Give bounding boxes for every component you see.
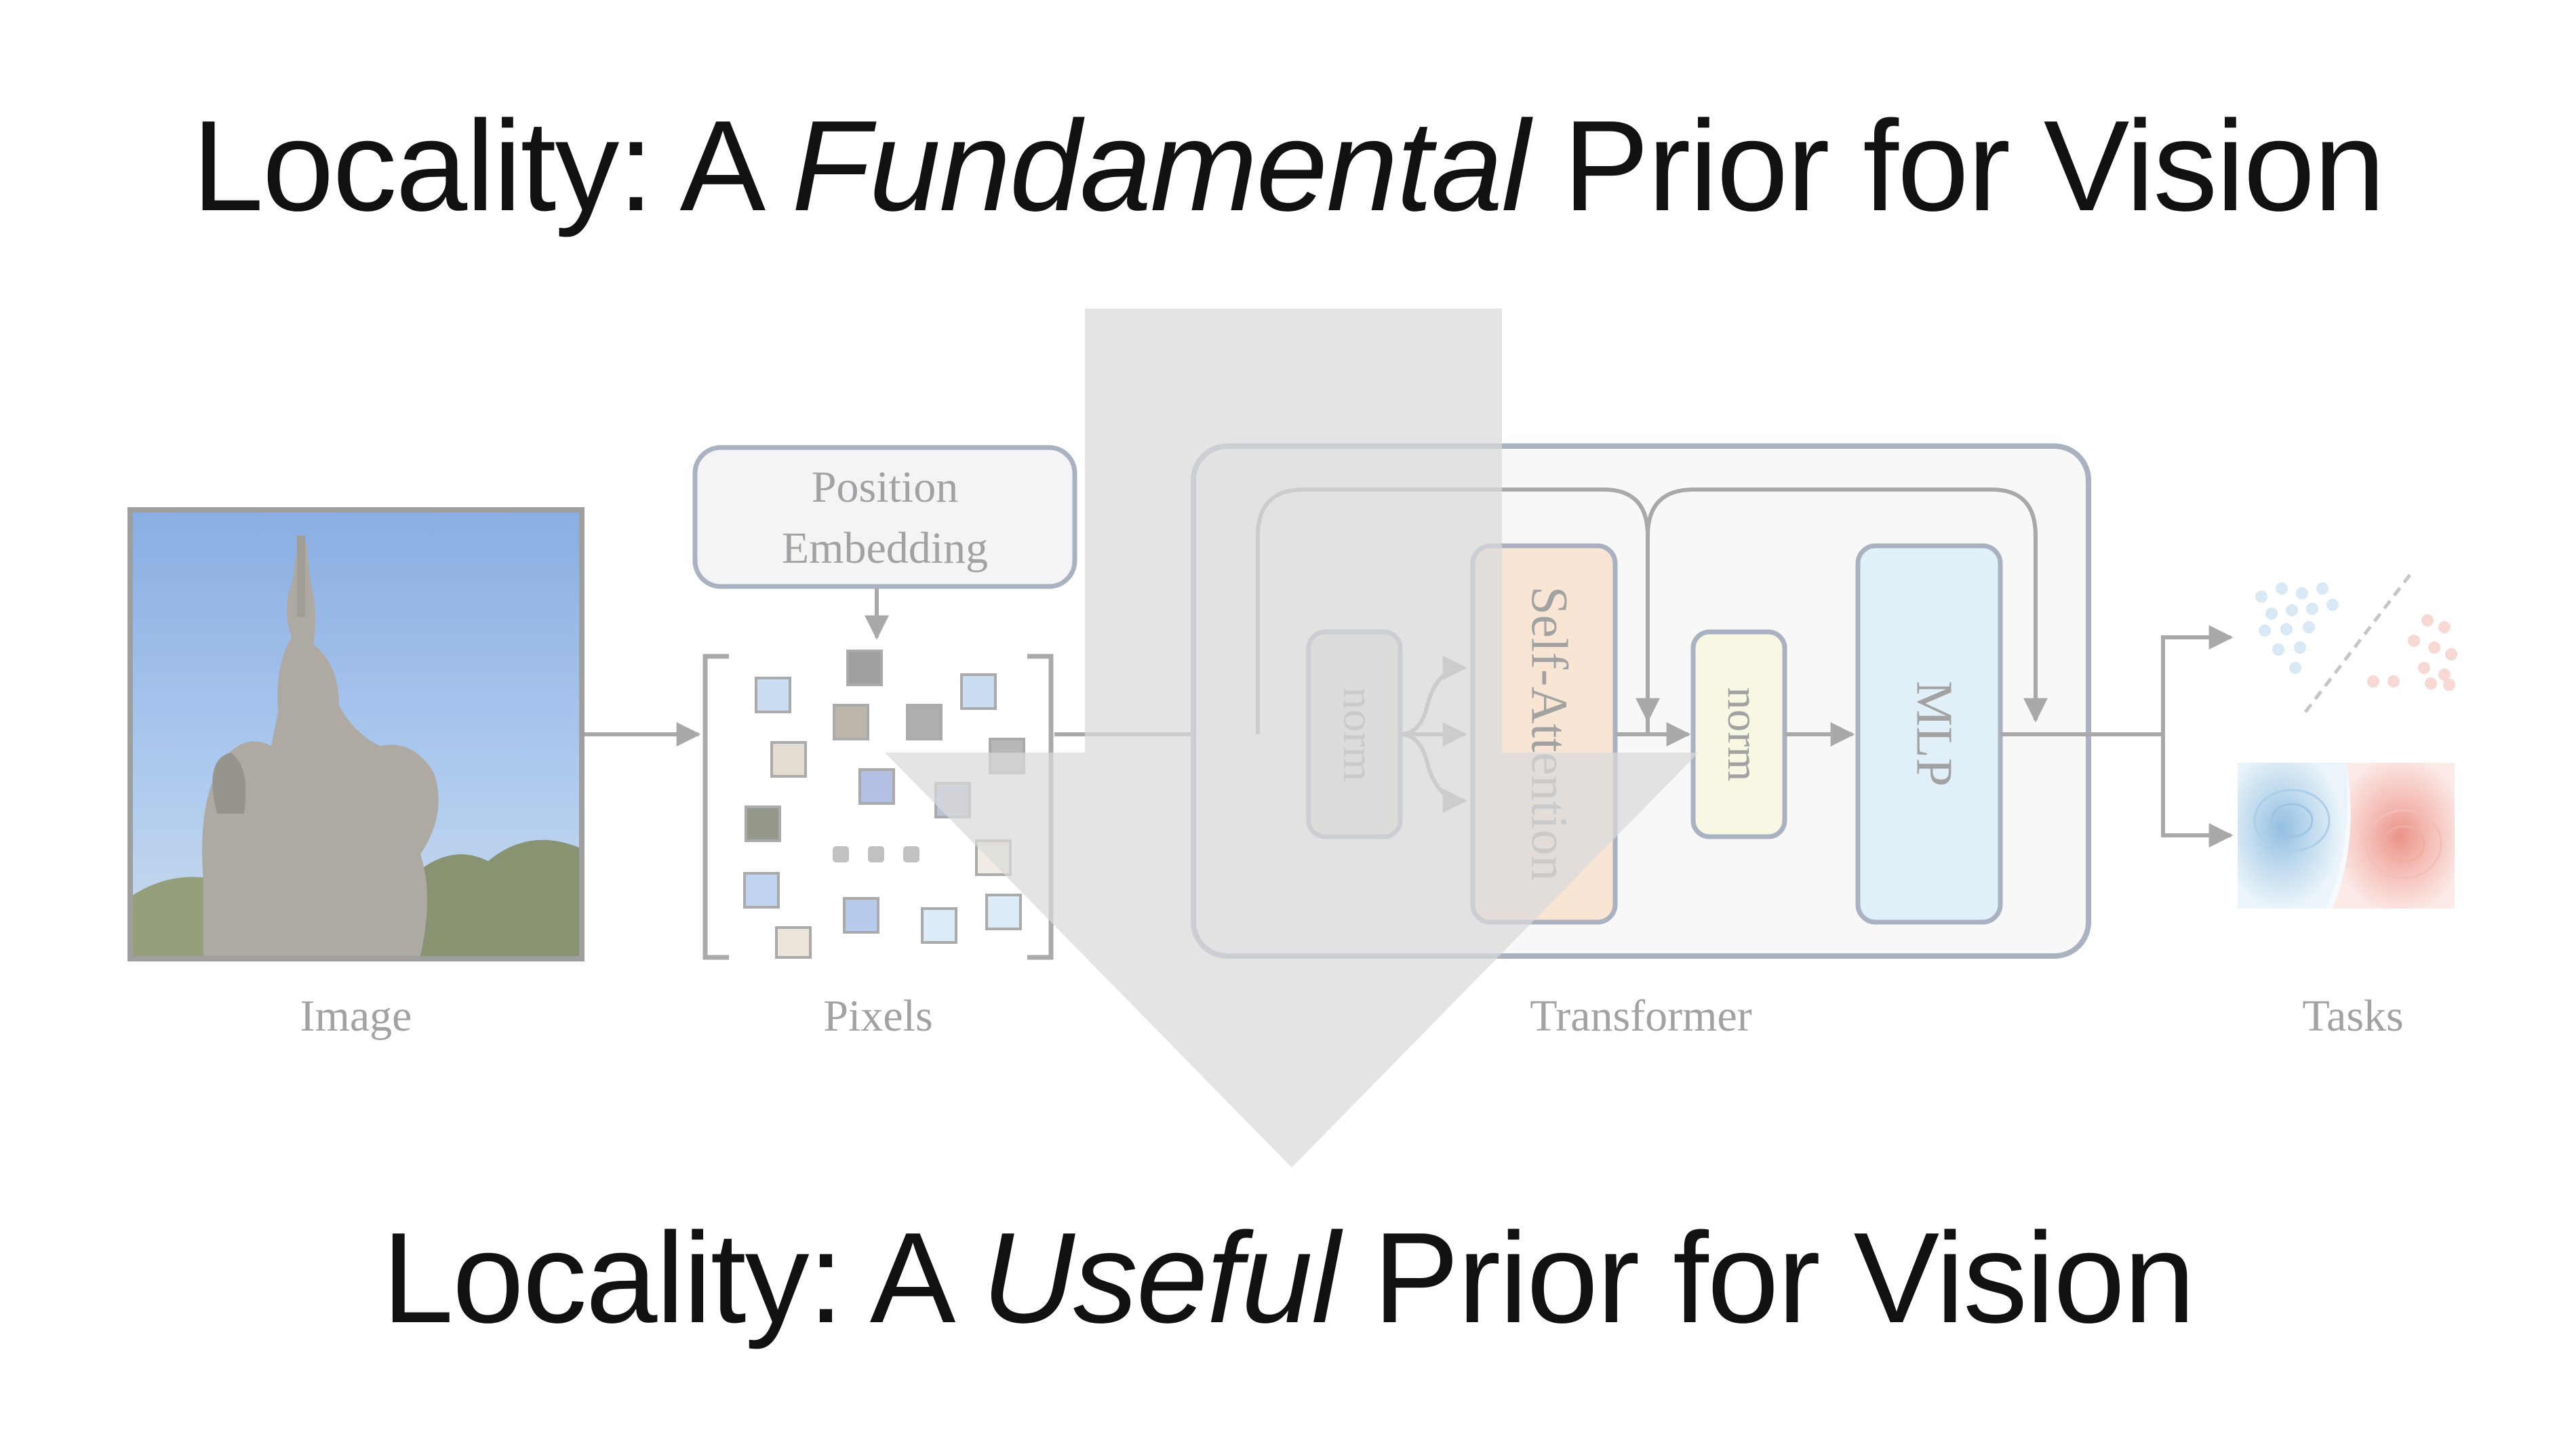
- title-top-prefix: Locality: A: [192, 94, 792, 238]
- caption-image: Image: [300, 991, 412, 1041]
- mlp-label: MLP: [1906, 681, 1963, 787]
- position-embedding-box: Position Embedding: [692, 445, 1077, 589]
- title-bottom-suffix: Prior for Vision: [1339, 1206, 2196, 1350]
- caption-pixels: Pixels: [823, 991, 932, 1041]
- position-embedding-line2: Embedding: [782, 523, 988, 573]
- slide-title-top: Locality: A Fundamental Prior for Vision: [0, 102, 2576, 231]
- residual-connection-2: [1646, 488, 2048, 734]
- title-bottom-prefix: Locality: A: [382, 1206, 982, 1350]
- title-top-emphasis: Fundamental: [791, 94, 1530, 238]
- title-bottom-emphasis: Useful: [981, 1206, 1341, 1350]
- task-classification-scatter: [2255, 568, 2457, 713]
- title-top-suffix: Prior for Vision: [1528, 94, 2385, 238]
- norm-2-label: norm: [1718, 687, 1768, 781]
- input-image: [127, 507, 584, 961]
- position-embedding-line1: Position: [812, 462, 958, 512]
- slide-title-bottom: Locality: A Useful Prior for Vision: [0, 1214, 2576, 1342]
- task-arrow-bottom: [2161, 734, 2234, 848]
- caption-tasks: Tasks: [2302, 991, 2403, 1041]
- transition-down-arrow-icon: [885, 309, 1699, 1168]
- task-arrow-top: [2161, 625, 2234, 734]
- caption-transformer: Transformer: [1530, 991, 1752, 1041]
- task-density-plot: [2238, 763, 2455, 909]
